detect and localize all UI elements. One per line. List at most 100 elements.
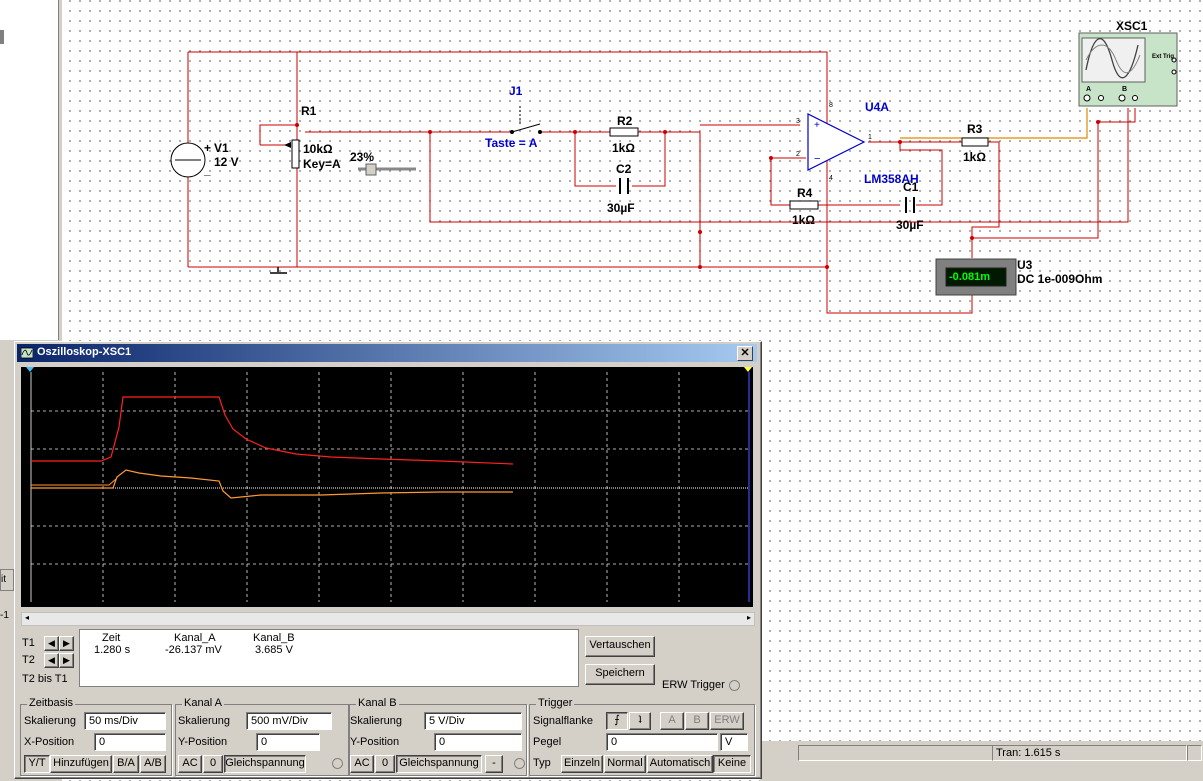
r2-value: 1kΩ (612, 141, 635, 155)
save-button[interactable]: Speichern (585, 664, 655, 685)
scroll-right-icon[interactable]: ▸ (746, 613, 751, 622)
j1-key: Taste = A (485, 136, 538, 150)
status-bar: Tran: 1.615 s (760, 741, 1203, 781)
readout-channel-b: 3.685 V (255, 644, 293, 656)
c1-value: 30µF (896, 218, 924, 232)
pin-3-label: 3 (796, 118, 800, 125)
rising-edge-icon[interactable]: ⨍ (606, 712, 628, 730)
channel-b-terminal-icon[interactable] (514, 758, 525, 769)
channel-b-invert-button[interactable]: - (485, 755, 503, 773)
t2-right-arrow-button[interactable]: ▶ (59, 653, 74, 668)
channel-a-title: Kanal A (182, 697, 224, 709)
panel-scroll-fragment: -1 (0, 610, 9, 621)
channel-a-ypos-field[interactable]: 0 (256, 733, 320, 751)
channel-b-dc-button[interactable]: Gleichspannung (396, 755, 482, 773)
timebase-title: Zeitbasis (27, 697, 76, 709)
scope-display[interactable] (21, 367, 753, 607)
timebase-xpos-field[interactable]: 0 (94, 733, 166, 751)
oscilloscope-icon (21, 347, 33, 359)
scroll-left-icon[interactable]: ◂ (24, 613, 29, 622)
mode-yt-button[interactable]: Y/T (24, 755, 50, 773)
pin-2-label: 2 (796, 151, 800, 158)
trigger-single-button[interactable]: Einzeln (561, 755, 603, 773)
tree-indent-marker (0, 30, 4, 44)
close-button[interactable]: ✕ (737, 346, 753, 361)
r1-value: 10kΩ (303, 142, 333, 156)
timebase-scale-field[interactable]: 50 ms/Div (84, 712, 166, 730)
falling-edge-icon[interactable]: ʇ (629, 712, 651, 730)
ext-trigger-label: ERW Trigger (662, 679, 725, 691)
scope-scrollbar[interactable]: ◂ ▸ (21, 612, 755, 626)
c2-label: C2 (616, 162, 632, 176)
trigger-level-unit[interactable]: V (720, 733, 748, 751)
j1-label: J1 (509, 84, 523, 98)
t1-right-arrow-button[interactable]: ▶ (59, 636, 74, 651)
channel-b-scale-field[interactable]: 5 V/Div (424, 712, 522, 730)
oscilloscope-window: Oszilloskop-XSC1 ✕ ◂ ▸ T (14, 341, 762, 779)
pin-8-label: 8 (829, 102, 833, 109)
r1-key: Key=A (303, 157, 341, 171)
c2-value: 30µF (607, 201, 635, 215)
trigger-source-ext-button[interactable]: ERW (710, 712, 744, 730)
channel-b-ac-button[interactable]: AC (350, 755, 374, 773)
channel-a-group: Kanal A Skalierung 500 mV/Div Y-Position… (175, 697, 349, 776)
trigger-auto-button[interactable]: Automatisch (647, 755, 713, 773)
status-pane-3 (1187, 745, 1202, 761)
trigger-group: Trigger Signalflanke ⨍ ʇ A B ERW Pegel 0… (529, 697, 755, 776)
u4a-model: LM358AH (864, 172, 919, 186)
ext-trigger-terminal-icon[interactable] (729, 680, 740, 691)
r4-label: R4 (797, 186, 813, 200)
trigger-none-button[interactable]: Keine (713, 755, 751, 773)
trigger-normal-button[interactable]: Normal (604, 755, 646, 773)
design-tree (0, 0, 59, 340)
pin-4-label: 4 (829, 175, 833, 182)
t1-label: T1 (22, 637, 35, 649)
readout-time: 1.280 s (94, 644, 131, 656)
svg-text:+: + (814, 120, 820, 131)
xsc1-label: XSC1 (1116, 19, 1148, 33)
u4a-label: U4A (865, 100, 890, 114)
channel-a-zero-button[interactable]: 0 (203, 755, 223, 773)
channel-a-dc-button[interactable]: Gleichspannung (224, 755, 306, 773)
u3-mode: DC 1e-009Ohm (1017, 272, 1103, 286)
xsc1-ext-trig-label: Ext Trig (1152, 54, 1175, 60)
panel-tab[interactable]: it (0, 569, 14, 591)
timebase-group: Zeitbasis Skalierung 50 ms/Div X-Positio… (20, 697, 172, 776)
t2-label: T2 (22, 654, 35, 666)
v1-minus-sign: _ (204, 163, 211, 177)
channel-a-ac-button[interactable]: AC (178, 755, 202, 773)
oscilloscope-titlebar[interactable]: Oszilloskop-XSC1 ✕ (17, 344, 757, 362)
pin-1-label: 1 (868, 134, 872, 141)
channel-b-ypos-field[interactable]: 0 (434, 733, 522, 751)
channel-a-terminal-icon[interactable] (332, 758, 343, 769)
r1-label: R1 (301, 104, 317, 118)
channel-b-ypos-label: Y-Position (350, 736, 400, 748)
channel-a-scale-field[interactable]: 500 mV/Div (246, 712, 332, 730)
c1-label: C1 (903, 180, 919, 194)
timebase-scale-label: Skalierung (24, 715, 76, 727)
v1-plus-sign: + (204, 141, 212, 155)
channel-b-zero-button[interactable]: 0 (375, 755, 395, 773)
r3-label: R3 (967, 122, 983, 136)
cursor-readout-table: Zeit Kanal_A Kanal_B 1.280 s -26.137 mV … (79, 629, 579, 687)
t2-minus-t1-label: T2 bis T1 (22, 673, 68, 685)
channel-a-ypos-label: Y-Position (178, 736, 228, 748)
swap-button[interactable]: Vertauschen (585, 636, 655, 657)
trigger-source-a-button[interactable]: A (660, 712, 684, 730)
mode-ba-button[interactable]: B/A (113, 755, 139, 773)
v1-label: V1 (214, 141, 229, 155)
mode-ab-button[interactable]: A/B (140, 755, 166, 773)
readout-channel-a: -26.137 mV (165, 644, 222, 656)
header-channel-a: Kanal_A (174, 632, 216, 644)
trigger-source-b-button[interactable]: B (685, 712, 709, 730)
u3-display: -0.081m (949, 271, 990, 283)
oscilloscope-title: Oszilloskop-XSC1 (37, 346, 132, 358)
r1-percent: 23% (350, 150, 375, 164)
xsc1-b-label: B (1122, 86, 1128, 93)
t2-left-arrow-button[interactable]: ◀ (44, 653, 59, 668)
t1-left-arrow-button[interactable]: ◀ (44, 636, 59, 651)
header-channel-b: Kanal_B (253, 632, 295, 644)
mode-add-button[interactable]: Hinzufügen (50, 755, 112, 773)
trigger-level-field[interactable]: 0 (606, 733, 718, 751)
trigger-edge-label: Signalflanke (533, 715, 593, 727)
